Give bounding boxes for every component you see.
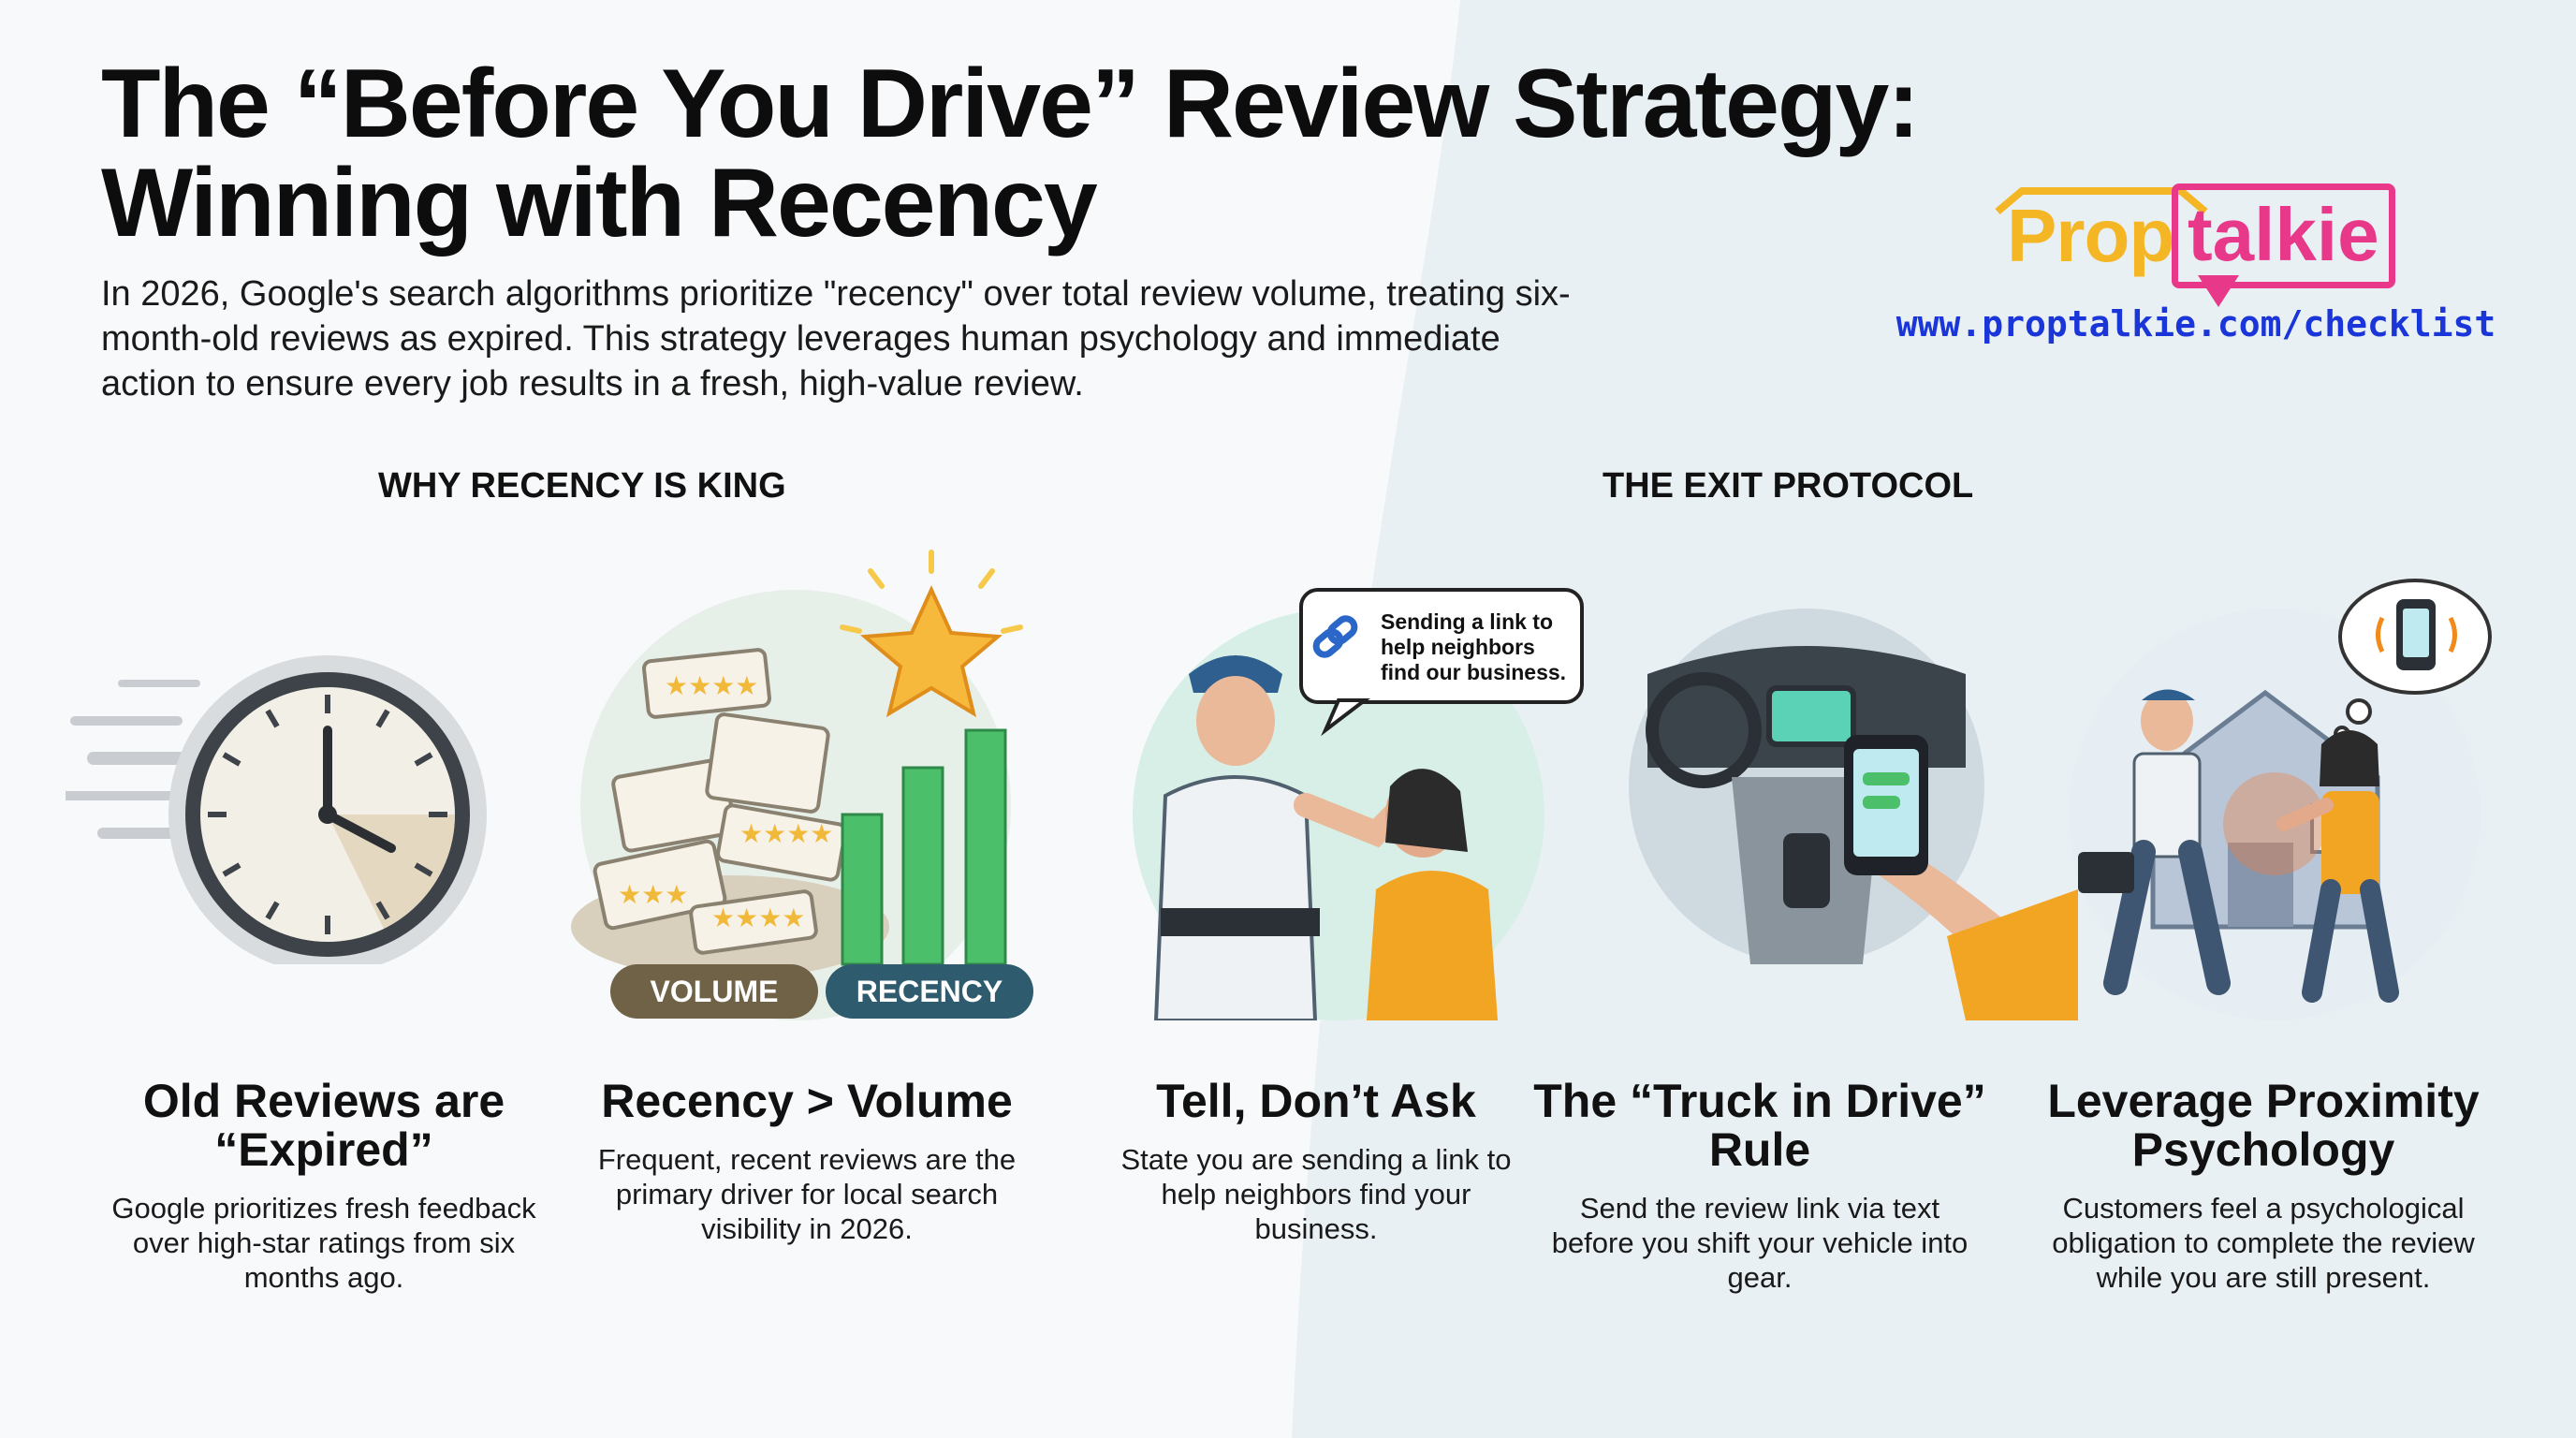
dashboard-icon [1646,646,1966,964]
svg-text:★★★★: ★★★★ [665,670,758,701]
volume-recency-illustration: ★★★★ ★★★★ ★★★ ★★★★ VOLUME RECENCY [571,550,1033,1020]
section-heading-why-recency: WHY RECENCY IS KING [378,466,786,506]
recency-label: RECENCY [856,975,1003,1008]
roof-icon [1995,187,2208,215]
technician-walking [2078,689,2231,995]
svg-text:★★★★: ★★★★ [739,818,833,849]
proximity-illustration [2069,579,2492,1020]
logo-text-prop: Prop [2007,194,2174,277]
recency-pill: RECENCY [826,964,1033,1019]
logo-text-talkie: talkie [2172,183,2395,288]
clock-icon [168,655,487,964]
tell-dont-ask-illustration: Sending a link to help neighbors find ou… [1133,588,1584,1020]
truck-in-drive-illustration [1629,609,2078,1020]
page-subtitle: In 2026, Google's search algorithms prio… [101,274,1571,404]
card-title-tell-dont-ask: Tell, Don’t Ask [1156,1075,1476,1127]
customer-figure [1367,769,1498,1020]
section-heading-exit-protocol: THE EXIT PROTOCOL [1603,466,1974,506]
bubble-line-3: find our business. [1381,660,1566,684]
svg-text:★★★: ★★★ [618,879,688,910]
title-line-2: Winning with Recency [101,149,1098,257]
card-desc-tell-dont-ask: State you are sending a link to help nei… [1120,1143,1512,1245]
customer-pointing [2276,730,2399,1003]
checklist-url[interactable]: www.proptalkie.com/checklist [1895,303,2496,345]
bubble-line-2: help neighbors [1381,635,1535,659]
speech-tail-icon [2198,275,2239,307]
card-desc-truck-in-drive: Send the review link via text before you… [1551,1192,1969,1294]
page-title: The “Before You Drive” Review Strategy: … [101,54,1973,253]
toolbox-icon [2078,852,2134,893]
card-desc-recency-volume: Frequent, recent reviews are the primary… [597,1143,1017,1245]
link-icon [1312,615,1358,658]
card-title-old-reviews: Old Reviews are “Expired” [142,1075,505,1176]
svg-text:★★★★: ★★★★ [711,902,805,933]
card-desc-old-reviews: Google prioritizes fresh feedback over h… [111,1192,536,1294]
card-title-truck-in-drive: The “Truck in Drive” Rule [1533,1075,1986,1176]
card-title-proximity: Leverage Proximity Psychology [2047,1075,2480,1176]
bubble-line-1: Sending a link to [1381,609,1553,634]
proximity-glow [2223,772,2326,875]
volume-label: VOLUME [651,975,779,1008]
volume-pill: VOLUME [610,964,818,1019]
speech-bubble: Sending a link to help neighbors find ou… [1299,588,1584,737]
clock-illustration [66,655,487,964]
speed-lines-icon [66,680,200,839]
card-desc-proximity: Customers feel a psychological obligatio… [2052,1192,2475,1294]
star-icon [840,550,1023,718]
proptalkie-logo: Prop talkie [1984,183,2395,307]
review-pile-icon: ★★★★ ★★★★ ★★★ ★★★★ [571,648,889,978]
card-title-recency-volume: Recency > Volume [601,1075,1013,1127]
phone-in-hand-icon [1844,735,2078,1020]
title-line-1: The “Before You Drive” Review Strategy: [101,50,1920,158]
